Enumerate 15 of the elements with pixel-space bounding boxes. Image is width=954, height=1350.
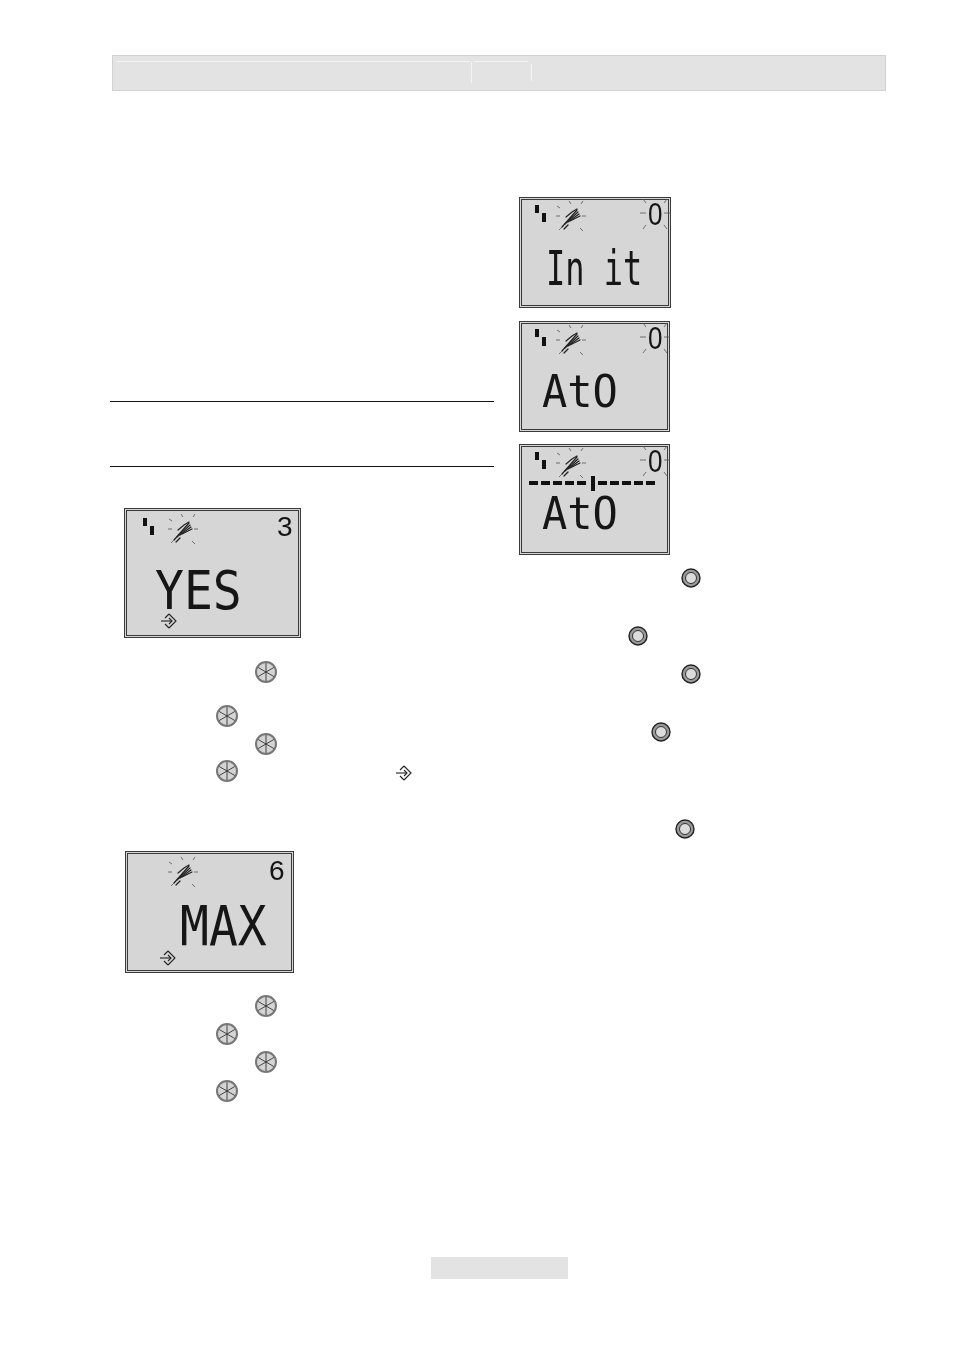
lcd-digit: 0 (648, 199, 663, 231)
lcd-text: AtO (542, 492, 618, 537)
lcd-text: MAX (180, 898, 267, 954)
lcd-text: In it (546, 244, 643, 292)
lcd-text: AtO (542, 370, 618, 415)
lcd-display (519, 444, 670, 555)
lcd-digit: 6 (269, 857, 285, 885)
lcd-display (519, 321, 670, 432)
lcd-display (124, 508, 301, 638)
lcd-display (519, 197, 671, 308)
lcd-digit: 0 (648, 323, 663, 355)
lcd-text: YES (155, 564, 242, 617)
lcd-display (125, 851, 294, 973)
lcd-digit: 0 (648, 446, 663, 478)
lcd-digit: 3 (277, 513, 293, 541)
